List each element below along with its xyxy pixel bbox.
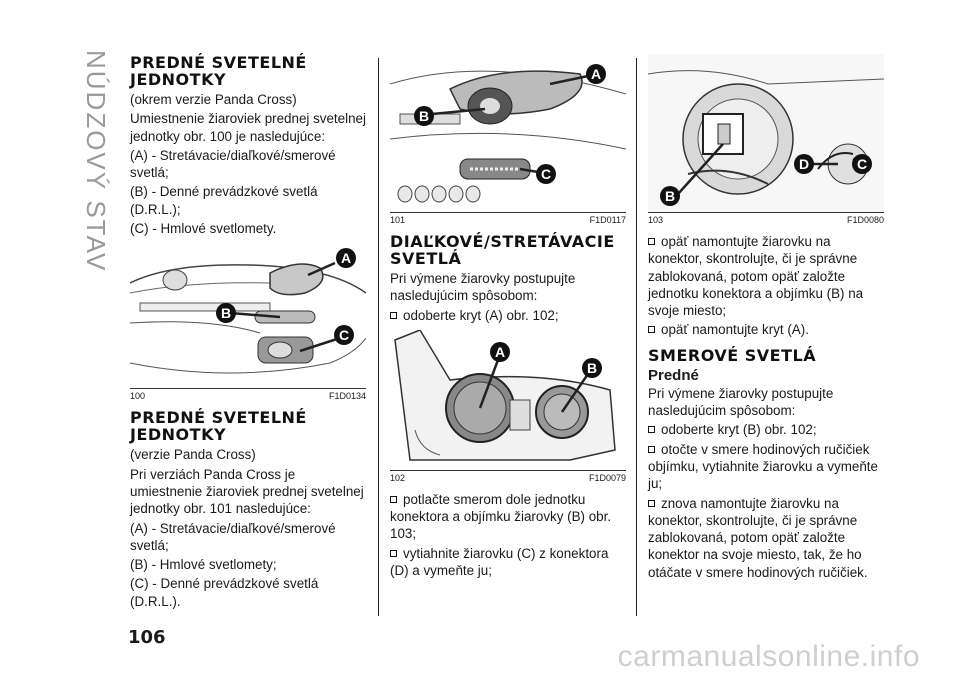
- callout-c: C: [541, 166, 551, 182]
- callout-a: A: [591, 66, 601, 82]
- callout-b: B: [221, 305, 231, 321]
- bullet-box-icon: [390, 311, 397, 319]
- column-1: PREDNÉ SVETELNÉ JEDNOTKY (okrem verzie P…: [130, 54, 366, 612]
- figure-103: B D C 103 F1D0080: [648, 54, 884, 225]
- bullet-item: odoberte kryt (A) obr. 102;: [390, 307, 626, 324]
- figure-code: F1D0134: [328, 391, 366, 402]
- bullet-box-icon: [648, 426, 655, 434]
- figure-102: A B 102 F1D0079: [390, 329, 626, 483]
- figure-number: 100: [130, 391, 146, 402]
- headlight-rear-illustration: A B: [394, 329, 616, 461]
- figure-caption: 102 F1D0079: [390, 469, 626, 483]
- column-2: A B C 101 F1D0117 DIAĽKOVÉ/STRETÁVACIE S…: [390, 50, 626, 581]
- bullet-box-icon: [390, 495, 397, 503]
- callout-c: C: [339, 327, 349, 343]
- column-divider-left: [378, 58, 379, 616]
- heading-turn-signals: SMEROVÉ SVETLÁ: [648, 345, 817, 365]
- bullet-item: vytiahnite žiarovku (C) z konektora (D) …: [390, 545, 609, 579]
- figure-number: 103: [648, 215, 664, 225]
- bullet-item: opäť namontujte žiarovku na konektor, sk…: [648, 234, 864, 319]
- column-divider-right: [636, 58, 637, 616]
- headlight-illustration: A B C: [130, 248, 366, 374]
- figure-code: F1D0117: [589, 215, 626, 225]
- paragraph: (verzie Panda Cross): [130, 447, 256, 463]
- bullet-item: odoberte kryt (B) obr. 102;: [648, 421, 884, 438]
- bullet-box-icon: [648, 326, 655, 334]
- paragraph: Umiestnenie žiaroviek prednej svetelnej …: [130, 111, 366, 144]
- figure-number: 102: [390, 472, 406, 483]
- callout-b: B: [665, 188, 675, 204]
- section-side-title: NÚDZOVÝ STAV: [81, 50, 111, 273]
- paragraph: (A) - Stretávacie/diaľkové/smerové svetl…: [130, 147, 336, 181]
- bullet-box-icon: [648, 238, 655, 245]
- bullet-item: potlačte smerom dole jednotku konektora …: [390, 491, 612, 542]
- paragraph: Pri výmene žiarovky postupujte nasledujú…: [648, 385, 834, 419]
- bullet-item: otočte v smere hodinových ručičiek objím…: [648, 441, 878, 492]
- paragraph: Pri výmene žiarovky postupujte nasledujú…: [390, 271, 576, 304]
- paragraph: (A) - Stretávacie/diaľkové/smerové svetl…: [130, 520, 336, 553]
- subheading-front: Predné: [648, 366, 699, 384]
- paragraph: (okrem verzie Panda Cross): [130, 92, 297, 107]
- callout-d: D: [799, 156, 809, 172]
- heading-high-low-beam: DIAĽKOVÉ/STRETÁVACIE SVETLÁ: [390, 232, 615, 268]
- paragraph: (C) - Denné prevádzkové svetlá (D.R.L.).: [130, 576, 319, 609]
- figure-100: A B C 100 F1D0134: [130, 243, 366, 401]
- callout-b: B: [419, 108, 429, 124]
- bullet-box-icon: [648, 499, 655, 507]
- column-3: B D C 103 F1D0080 opäť namontujte žiarov…: [648, 50, 884, 583]
- cross-headlight-illustration: A B C: [390, 64, 626, 203]
- bullet-box-icon: [390, 549, 397, 557]
- bullet-box-icon: [648, 445, 655, 453]
- paragraph: Pri verziách Panda Cross je umiestnenie …: [130, 466, 364, 517]
- figure-caption: 101 F1D0117: [390, 212, 626, 225]
- figure-caption: 103 F1D0080: [648, 212, 884, 225]
- bullet-item: opäť namontujte kryt (A).: [648, 321, 884, 338]
- callout-a: A: [495, 344, 505, 360]
- figure-number: 101: [390, 215, 406, 225]
- paragraph: (B) - Denné prevádzkové svetlá (D.R.L.);: [130, 184, 318, 217]
- bulb-socket-illustration: B D C: [648, 54, 884, 212]
- figure-code: F1D0080: [846, 215, 884, 225]
- watermark-text: carmanualsonline.info: [617, 640, 920, 673]
- paragraph: (C) - Hmlové svetlomety.: [130, 221, 277, 237]
- callout-b: B: [587, 360, 597, 376]
- figure-code: F1D0079: [588, 472, 626, 483]
- figure-101: A B C 101 F1D0117: [390, 54, 626, 225]
- callout-c: C: [857, 156, 867, 172]
- heading-front-lights-cross: PREDNÉ SVETELNÉ JEDNOTKY: [130, 408, 307, 445]
- callout-a: A: [341, 250, 351, 266]
- figure-caption: 100 F1D0134: [130, 388, 366, 401]
- heading-front-lights: PREDNÉ SVETELNÉ JEDNOTKY: [130, 53, 307, 89]
- bullet-item: znova namontujte žiarovku na konektor, s…: [648, 495, 868, 580]
- paragraph: (B) - Hmlové svetlomety;: [130, 557, 277, 573]
- page-number: 106: [128, 627, 166, 648]
